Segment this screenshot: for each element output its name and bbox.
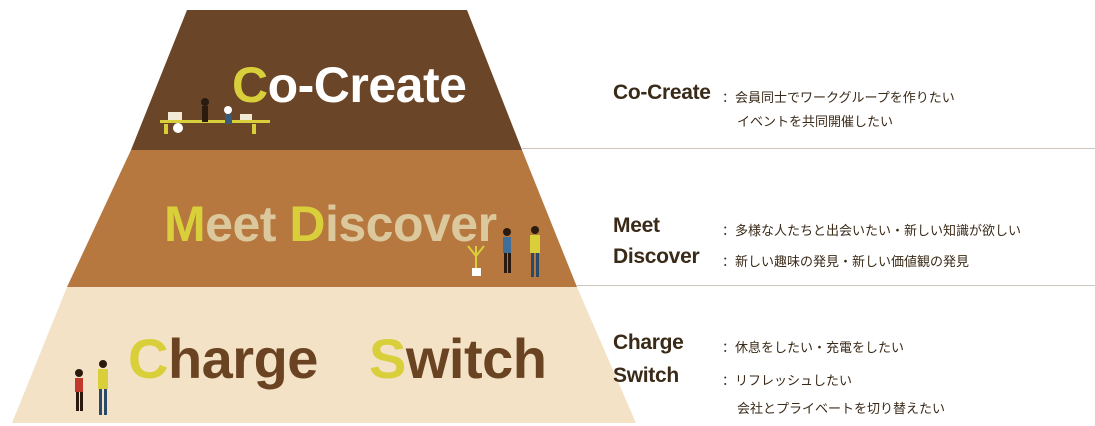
title-initial-letter: C (232, 57, 268, 113)
desc-line: ：休息をしたい・充電をしたい (722, 341, 905, 356)
title-text: eet (205, 196, 290, 252)
title-initial-letter: S (369, 327, 406, 390)
desc-line: ：会員同士でワークグループを作りたい (722, 91, 955, 106)
people-talking-illustration (467, 226, 540, 277)
tier-title-co-create: Co-Create (232, 56, 467, 114)
desc-label-discover: Discover (613, 245, 700, 268)
title-initial-letter: D (289, 196, 325, 252)
desc-line: ：多様な人たちと出会いたい・新しい知識が欲しい (722, 224, 1022, 239)
desc-label-charge: Charge (613, 331, 684, 354)
tier-title-meet-discover: Meet Discover (164, 195, 497, 253)
desc-line: ：リフレッシュしたい (722, 374, 853, 389)
desc-line: イベントを共同開催したい (737, 115, 894, 130)
title-text: harge (167, 327, 334, 390)
divider-line (577, 285, 1095, 286)
title-text: witch (405, 327, 547, 390)
title-text: o-Create (267, 57, 467, 113)
people-chatting-illustration (75, 360, 108, 415)
tier-title-charge-switch: Charge Switch (128, 326, 547, 391)
desc-line: 会社とプライベートを切り替えたい (737, 402, 946, 417)
tier-middle-shape (67, 150, 577, 287)
title-initial-letter: C (128, 327, 168, 390)
title-text: iscover (324, 196, 497, 252)
desc-line: ：新しい趣味の発見・新しい価値観の発見 (722, 255, 970, 270)
desc-label-switch: Switch (613, 364, 679, 387)
desc-label-meet: Meet (613, 214, 660, 237)
desc-label-co-create: Co-Create (613, 81, 711, 104)
office-workspace-illustration (160, 98, 270, 134)
divider-line (522, 148, 1095, 149)
tier-bottom-shape (12, 287, 636, 423)
title-initial-letter: M (164, 196, 206, 252)
